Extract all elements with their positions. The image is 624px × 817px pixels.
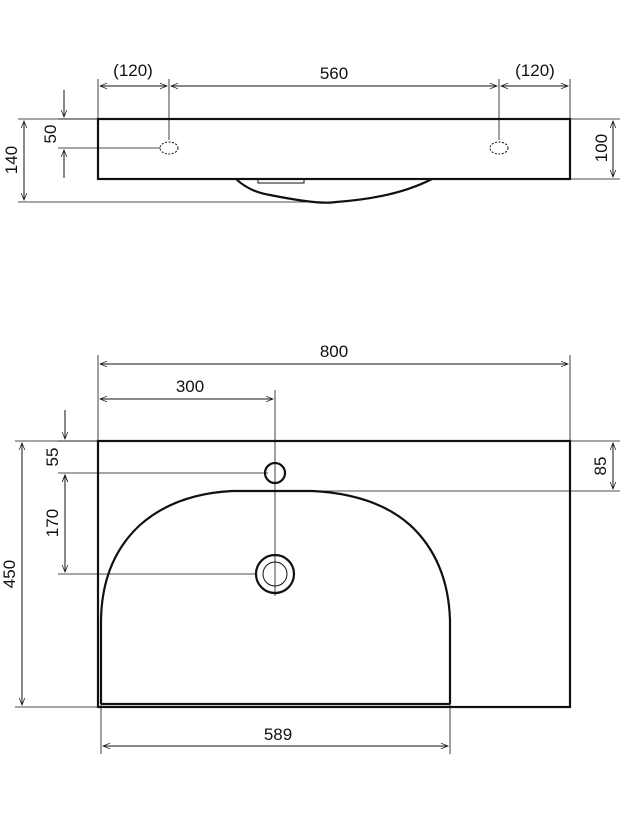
dim-hole-spacing-right: (120) [515,61,555,80]
dim-tap-offset: 300 [176,377,204,396]
side-view: (120) 560 (120) 50 140 100 [2,61,620,204]
dim-total-height: 140 [2,146,21,174]
top-bowl-outline [99,489,452,704]
side-bowl-underside [235,178,433,204]
dim-drain-distance: 170 [43,509,62,537]
dim-hole-depth: 50 [41,125,60,144]
side-drain-outlet [257,179,305,184]
dim-bowl-offset: 85 [591,457,610,476]
dim-hole-spacing-center: 560 [320,64,348,83]
side-tap-hole-left [159,141,179,155]
dim-bowl-width: 589 [264,725,292,744]
dim-tap-from-edge: 55 [43,448,62,467]
dim-depth: 450 [0,560,19,588]
dim-hole-spacing-left: (120) [113,61,153,80]
dim-total-width: 800 [320,342,348,361]
dim-body-height: 100 [592,134,611,162]
side-basin-body [96,117,572,181]
side-tap-hole-right [489,141,509,155]
top-view: 800 300 55 170 450 85 589 [0,342,620,754]
